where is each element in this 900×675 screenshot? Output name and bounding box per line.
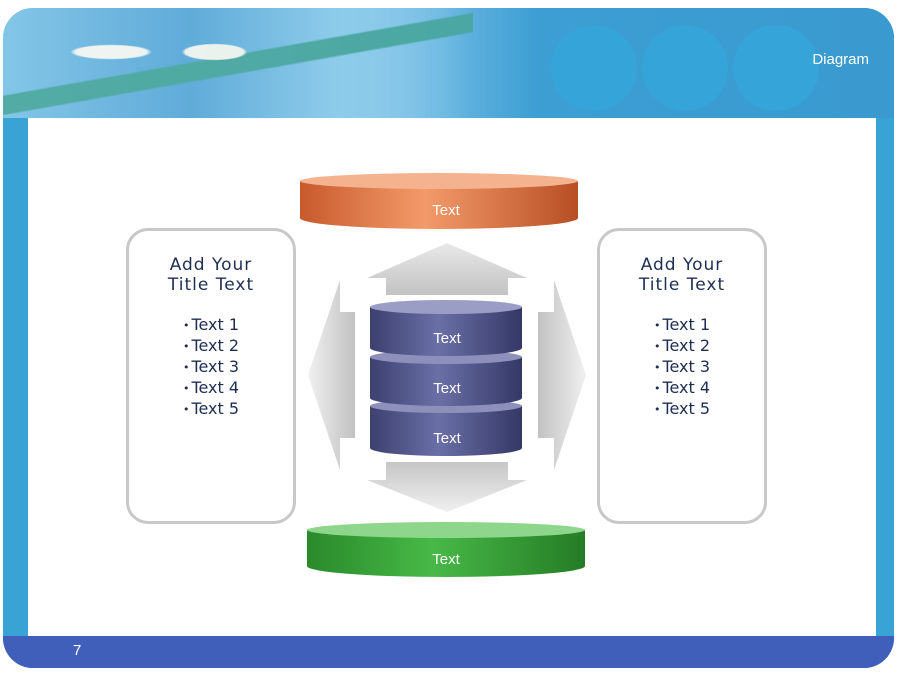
center-cylinder-3: Text: [370, 399, 522, 456]
list-item: Text 5: [129, 399, 293, 420]
left-panel-list: Text 1 Text 2 Text 3 Text 4 Text 5: [129, 315, 293, 420]
panel-title-line: Title Text: [638, 275, 726, 295]
footer-bar: 7: [3, 636, 894, 668]
panel-title-line: Add Your: [640, 255, 724, 275]
panel-title-line: Title Text: [167, 275, 255, 295]
center-cylinder-label: Text: [433, 330, 461, 347]
surgery-photo: [3, 8, 473, 118]
decorative-circle: [733, 25, 819, 111]
panel-title-line: Add Your: [169, 255, 253, 275]
list-item: Text 1: [129, 315, 293, 336]
list-item: Text 2: [129, 336, 293, 357]
list-item: Text 2: [600, 336, 764, 357]
list-item: Text 5: [600, 399, 764, 420]
center-cylinder-2: Text: [370, 350, 522, 406]
header-title: Diagram: [812, 51, 869, 68]
center-cylinder-label: Text: [433, 380, 461, 397]
arrow-left: [308, 280, 355, 470]
list-item: Text 4: [129, 378, 293, 399]
top-cylinder-label: Text: [432, 202, 460, 219]
page-number: 7: [73, 642, 82, 659]
list-item: Text 3: [129, 357, 293, 378]
right-panel-title: Add Your Title Text: [600, 255, 764, 295]
decorative-circle: [551, 25, 637, 111]
bottom-cylinder: Text: [307, 522, 585, 577]
left-panel-title: Add Your Title Text: [129, 255, 293, 295]
right-panel-list: Text 1 Text 2 Text 3 Text 4 Text 5: [600, 315, 764, 420]
arrow-up: [367, 243, 527, 295]
center-cylinder-1: Text: [370, 300, 522, 356]
left-panel: Add Your Title Text Text 1 Text 2 Text 3…: [126, 228, 296, 524]
decorative-circle: [642, 25, 728, 111]
list-item: Text 1: [600, 315, 764, 336]
header-banner: Diagram: [3, 8, 894, 118]
top-cylinder: Text: [300, 173, 578, 229]
list-item: Text 3: [600, 357, 764, 378]
right-panel: Add Your Title Text Text 1 Text 2 Text 3…: [597, 228, 767, 524]
arrow-down: [367, 462, 527, 512]
bottom-cylinder-label: Text: [432, 551, 460, 568]
arrow-right: [538, 280, 586, 470]
center-cylinder-label: Text: [433, 430, 461, 447]
list-item: Text 4: [600, 378, 764, 399]
